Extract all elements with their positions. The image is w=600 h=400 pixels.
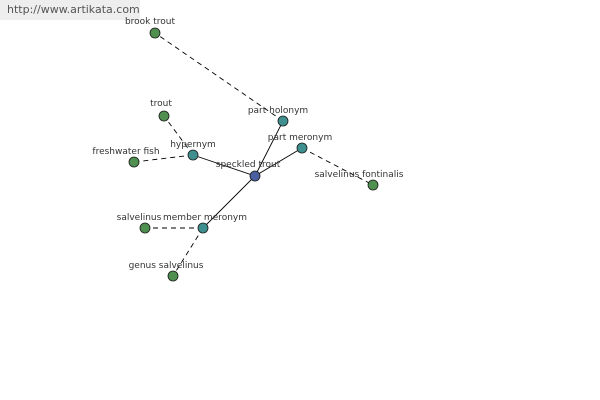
url-banner[interactable]: http://www.artikata.com — [0, 0, 140, 20]
label-speckled-trout[interactable]: speckled trout — [216, 160, 281, 170]
node-genus-salvelinus[interactable] — [167, 270, 179, 282]
node-trout[interactable] — [158, 110, 170, 122]
label-part-holonym[interactable]: part holonym — [248, 106, 308, 116]
node-freshwater-fish[interactable] — [128, 156, 140, 168]
graph-labels: speckled trout part holonym part meronym hy… — [92, 17, 403, 271]
label-part-meronym[interactable]: part meronym — [268, 133, 332, 143]
label-brook-trout[interactable]: brook trout — [125, 17, 176, 27]
edge-speckled-trout-to-part-meronym — [254, 147, 303, 177]
label-trout[interactable]: trout — [150, 99, 172, 109]
label-salvelinus-fontinalis[interactable]: salvelinus fontinalis — [315, 170, 404, 180]
graph-edges — [133, 32, 374, 277]
edge-member-meronym-to-genus-salvelinus — [172, 227, 204, 277]
graph-nodes — [128, 27, 379, 282]
edge-speckled-trout-to-hypernym — [192, 154, 256, 177]
label-salvelinus[interactable]: salvelinus — [117, 213, 162, 223]
label-hypernym[interactable]: hypernym — [170, 140, 216, 150]
node-salvelinus-fontinalis[interactable] — [367, 179, 379, 191]
edge-part-holonym-to-brook-trout — [154, 32, 284, 122]
node-part-meronym[interactable] — [296, 142, 308, 154]
node-part-holonym[interactable] — [277, 115, 289, 127]
label-freshwater-fish[interactable]: freshwater fish — [92, 147, 159, 157]
edge-hypernym-to-freshwater-fish — [133, 154, 194, 163]
node-brook-trout[interactable] — [149, 27, 161, 39]
edge-speckled-trout-to-member-meronym — [202, 175, 256, 229]
edge-speckled-trout-to-part-holonym — [254, 120, 284, 177]
label-genus-salvelinus[interactable]: genus salvelinus — [129, 261, 204, 271]
node-salvelinus[interactable] — [139, 222, 151, 234]
edge-hypernym-to-trout — [163, 115, 194, 156]
node-speckled-trout[interactable] — [249, 170, 261, 182]
label-member-meronym[interactable]: member meronym — [163, 213, 247, 223]
node-hypernym[interactable] — [187, 149, 199, 161]
edge-part-meronym-to-salvelinus-fontinalis — [301, 147, 374, 186]
node-member-meronym[interactable] — [197, 222, 209, 234]
